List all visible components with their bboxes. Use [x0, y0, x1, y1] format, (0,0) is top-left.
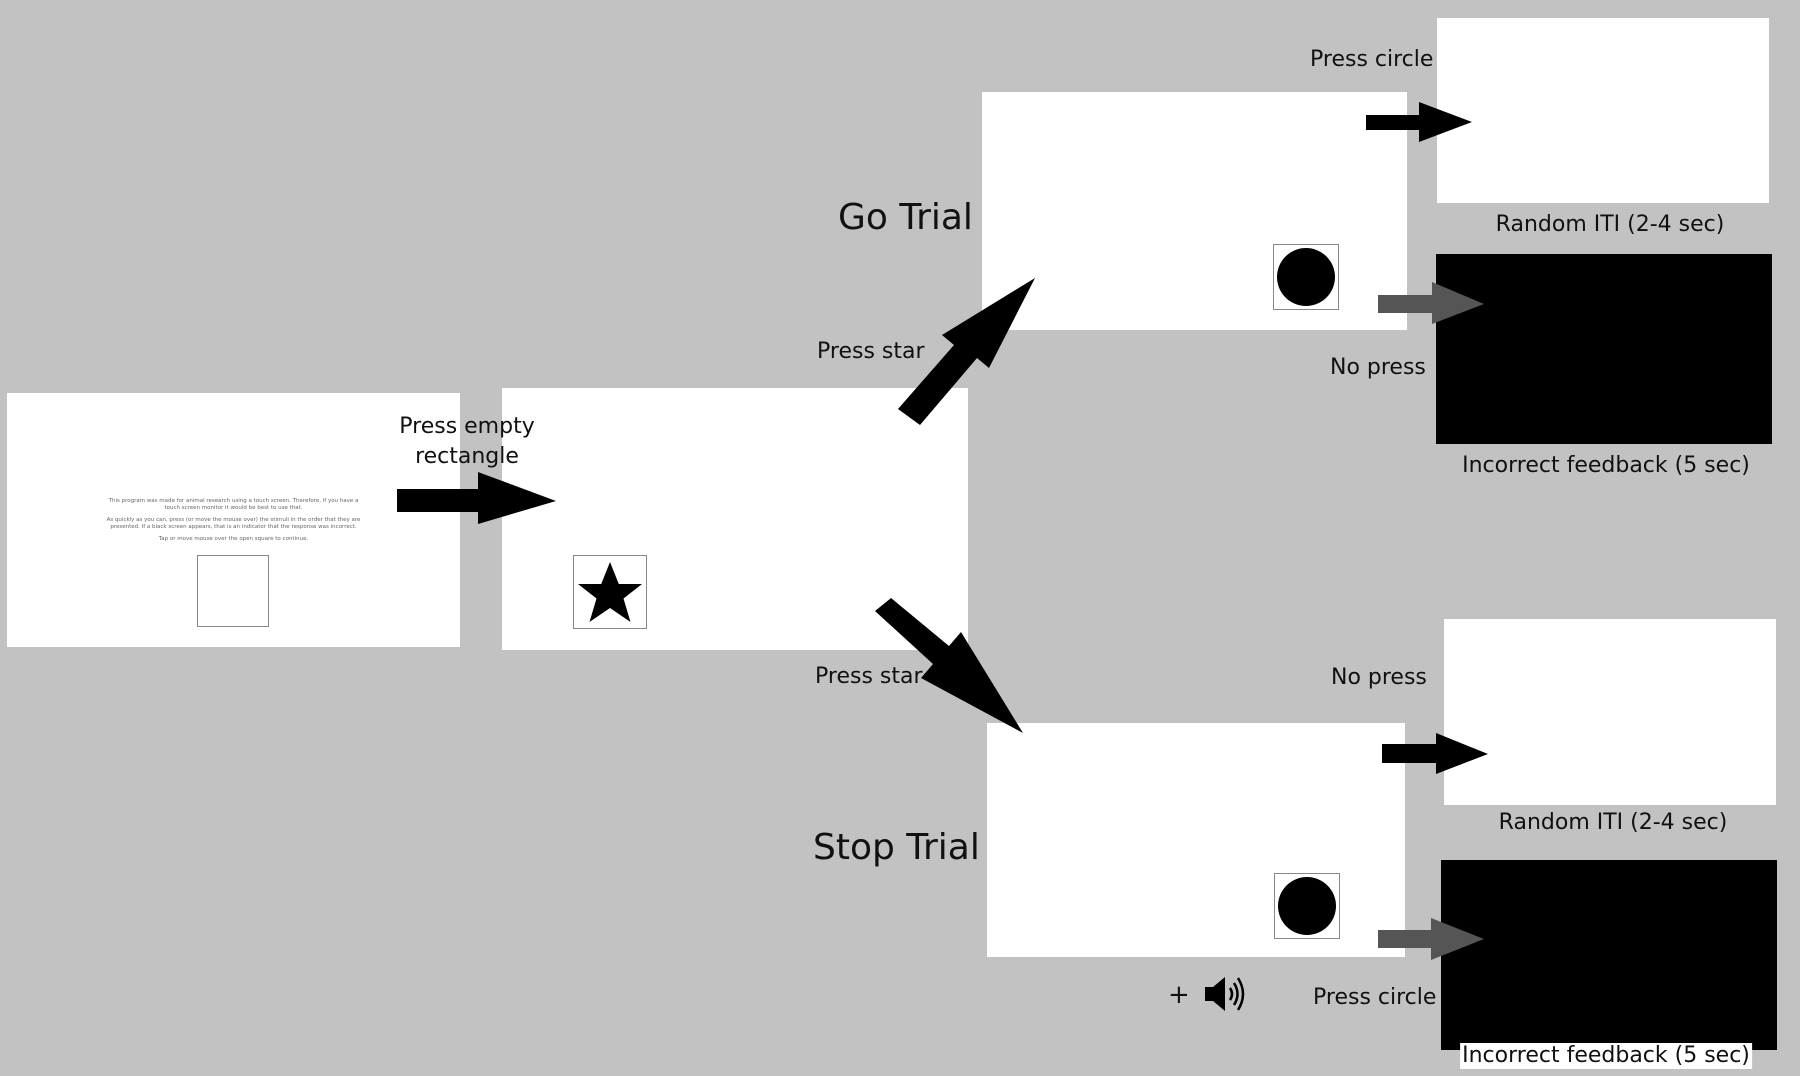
arrow-star-to-stop	[875, 598, 1023, 733]
press-empty-rectangle-label: Press empty rectangle	[399, 414, 535, 469]
arrow-go-to-feedback	[1378, 282, 1484, 324]
go-trial-screen	[982, 92, 1407, 330]
stop-trial-title: Stop Trial	[813, 827, 980, 868]
go-random-iti-label: Random ITI (2-4 sec)	[1495, 212, 1725, 237]
star-icon[interactable]	[573, 555, 647, 629]
empty-square-icon[interactable]	[197, 555, 269, 627]
stop-incorrect-feedback-label: Incorrect feedback (5 sec)	[1460, 1043, 1752, 1070]
speaker-icon	[1203, 974, 1251, 1014]
go-no-press-label: No press	[1330, 355, 1426, 380]
instruction-line: touch screen monitor it would be best to…	[164, 505, 303, 511]
arrow-stop-to-feedback	[1378, 918, 1484, 960]
stop-random-iti-label: Random ITI (2-4 sec)	[1498, 810, 1728, 835]
stop-no-press-label: No press	[1331, 665, 1427, 690]
instruction-line: Tap or move mouse over the open square t…	[158, 536, 309, 542]
instructions-text: This program was made for animal researc…	[7, 498, 460, 543]
stop-incorrect-feedback-screen	[1441, 860, 1777, 1050]
circle-icon[interactable]	[1274, 873, 1340, 939]
instruction-line: presented. If a black screen appears, th…	[110, 524, 357, 530]
go-incorrect-feedback-screen	[1436, 254, 1772, 444]
go-incorrect-feedback-label: Incorrect feedback (5 sec)	[1462, 453, 1750, 478]
plus-sign: +	[1168, 980, 1190, 1010]
arrow-start-to-star	[397, 472, 556, 524]
go-iti-screen	[1437, 18, 1769, 203]
arrow-stop-to-iti	[1382, 733, 1488, 774]
go-trial-title: Go Trial	[838, 197, 973, 238]
stop-press-circle-label: Press circle	[1313, 985, 1437, 1010]
stop-iti-screen	[1444, 619, 1776, 805]
start-screen: This program was made for animal researc…	[7, 393, 460, 647]
circle-icon[interactable]	[1273, 244, 1339, 310]
arrow-star-to-go	[898, 278, 1035, 425]
instruction-line: As quickly as you can, press (or move th…	[106, 517, 361, 523]
press-star-stop-label: Press star	[815, 664, 923, 689]
stop-trial-screen	[987, 723, 1405, 957]
press-star-go-label: Press star	[817, 339, 925, 364]
go-press-circle-label: Press circle	[1310, 47, 1434, 72]
instruction-line: This program was made for animal researc…	[108, 498, 359, 504]
arrow-go-to-iti	[1366, 102, 1472, 142]
